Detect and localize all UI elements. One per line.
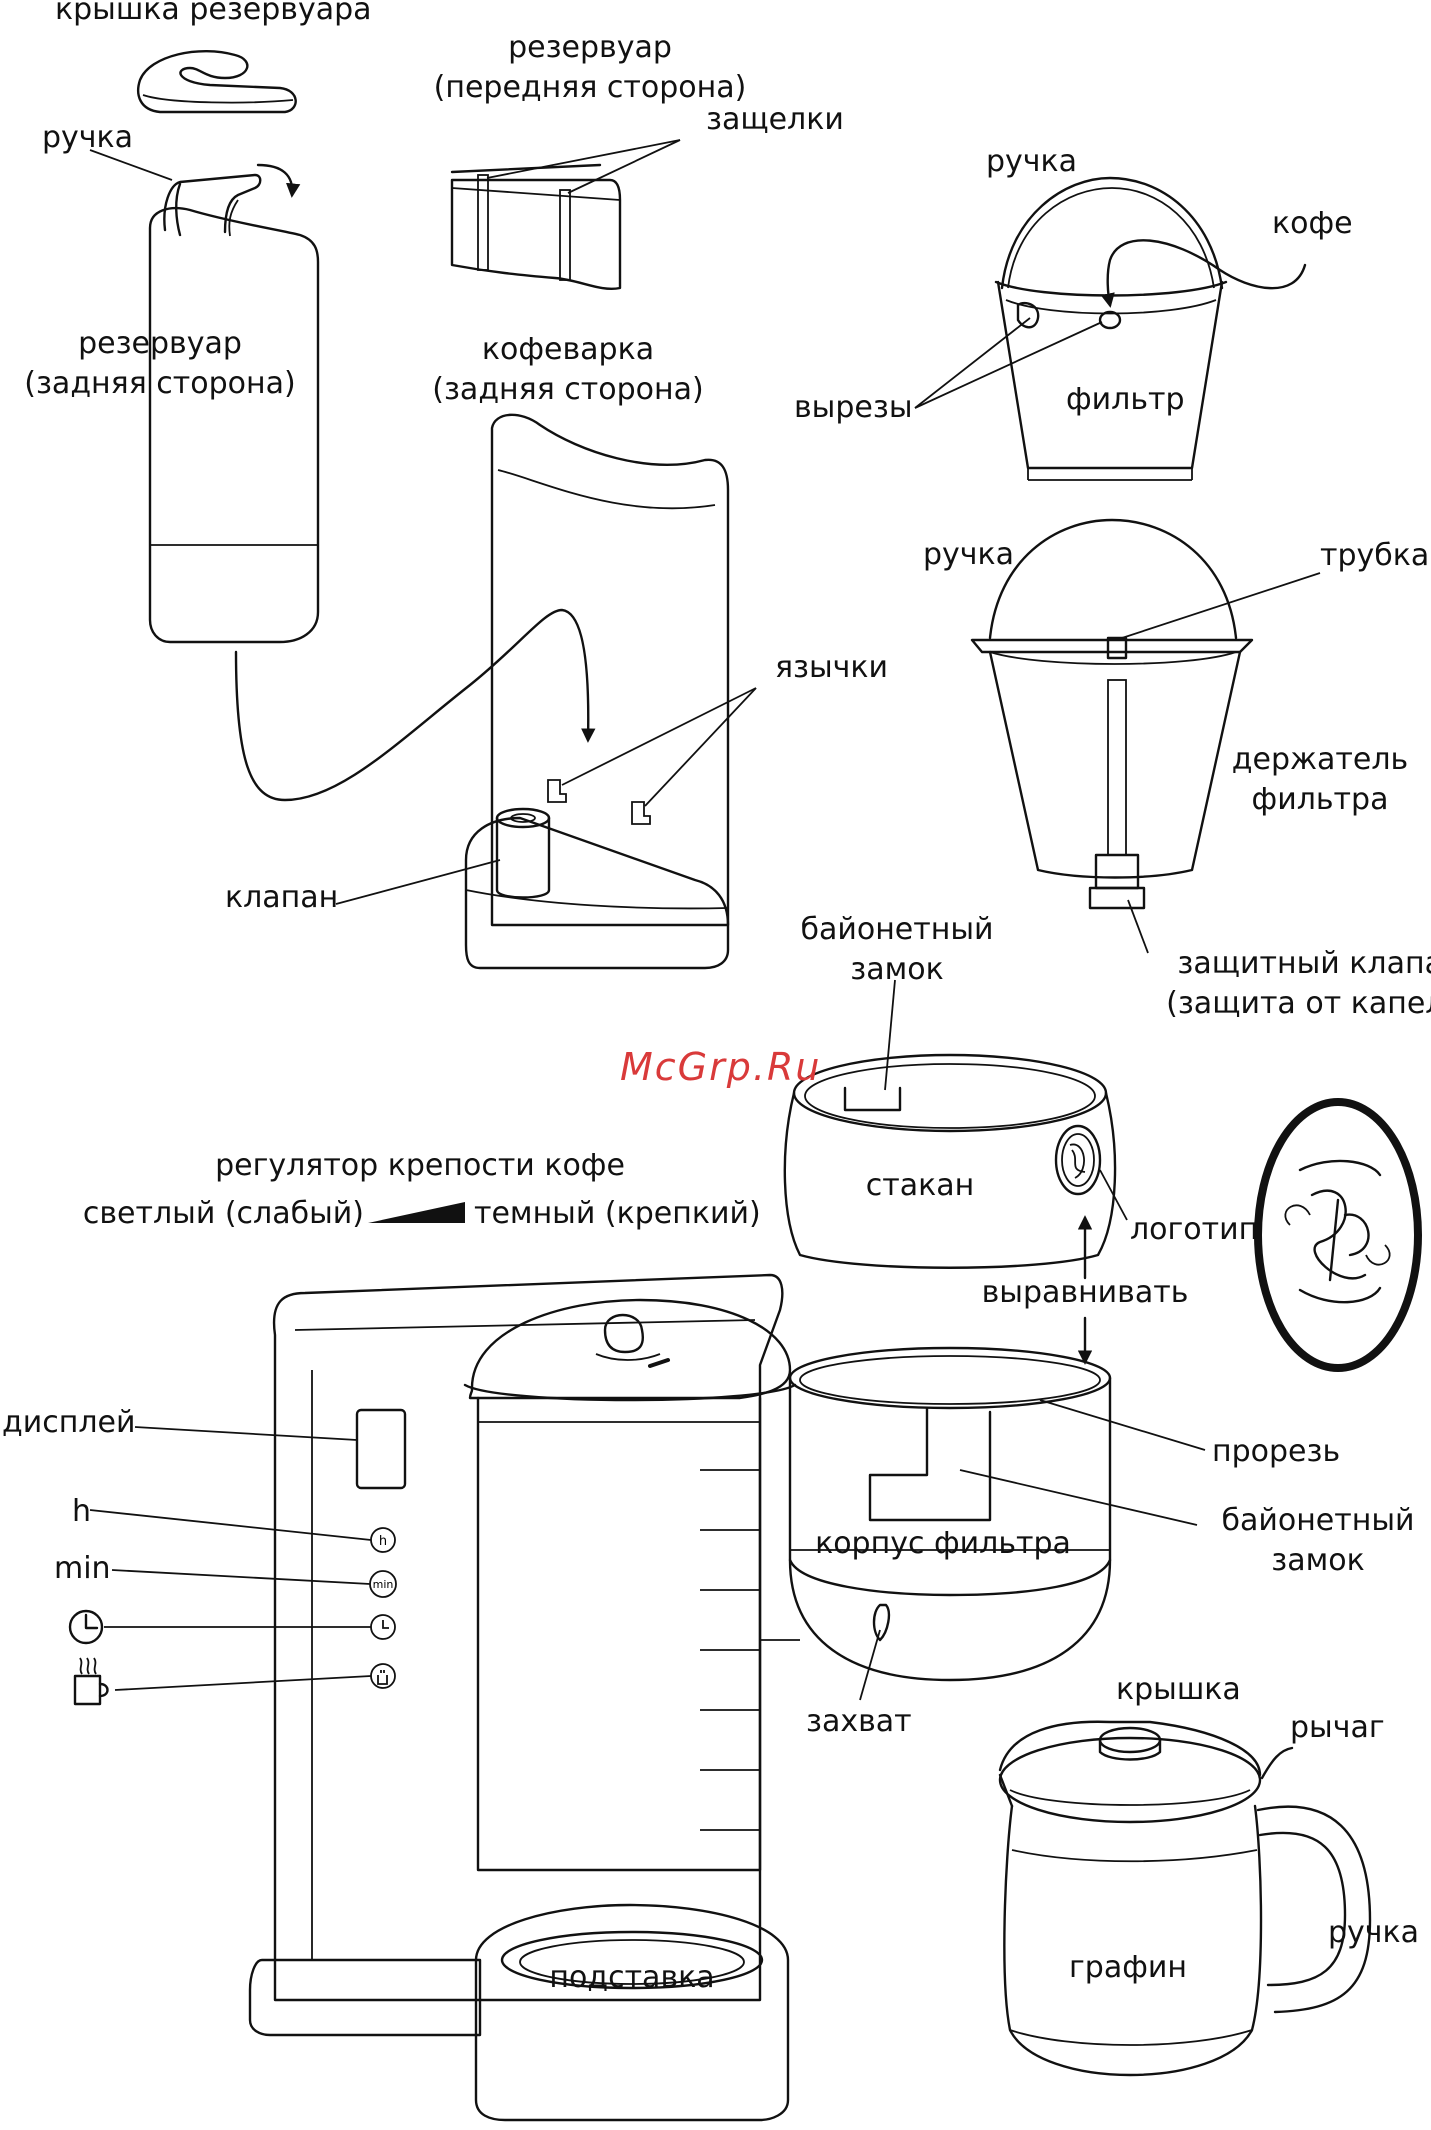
filter-holder-label-line1: держатель <box>1231 742 1409 777</box>
logo-drawing <box>1254 1098 1422 1372</box>
strength-regulator-label: регулятор крепости кофе <box>215 1148 625 1183</box>
dark-strength-label: темный (крепкий) <box>474 1196 761 1231</box>
carafe-drawing <box>998 1720 1372 2077</box>
filter-holder-label-line2: фильтра <box>1251 782 1389 817</box>
carafe-handle-label: ручка <box>1328 1915 1420 1950</box>
reservoir-back-label-line1: резервуар <box>78 326 242 361</box>
strength-wedge-icon <box>368 1202 465 1223</box>
cup-drawing <box>783 1053 1117 1269</box>
tabs-label: язычки <box>775 650 889 685</box>
latches-label: защелки <box>706 102 844 137</box>
display-label: дисплей <box>2 1405 136 1440</box>
slot-label: прорезь <box>1212 1434 1341 1469</box>
keep-warm-icon <box>73 1657 109 1706</box>
reservoir-back-label-line2: (задняя сторона) <box>24 366 296 401</box>
h-button-label: h <box>379 1534 387 1549</box>
min-button-caption: min <box>54 1551 111 1586</box>
filter-body-label: корпус фильтра <box>815 1526 1071 1561</box>
control-buttons: h min <box>369 1527 397 1689</box>
holder-handle-label: ручка <box>923 537 1015 572</box>
filter-handle-label: ручка <box>986 144 1078 179</box>
safety-valve-label-line2: (защита от капель) <box>1166 986 1431 1021</box>
reservoir-handle-label: ручка <box>42 120 134 155</box>
notches-label: вырезы <box>794 390 913 425</box>
coffee-maker-drawing <box>248 1273 800 2122</box>
safety-valve-label-line1: защитный клапан <box>1177 946 1431 981</box>
h-button-caption: h <box>72 1494 92 1529</box>
carafe-lid-label: крышка <box>1116 1672 1241 1707</box>
reservoir-front-drawing <box>450 163 622 290</box>
filter-body-drawing <box>788 1346 1112 1682</box>
lever-label: рычаг <box>1290 1710 1385 1745</box>
cup-label: стакан <box>865 1168 975 1203</box>
reservoir-lid-drawing <box>137 49 297 114</box>
logo-label: логотип <box>1130 1212 1259 1247</box>
carafe-label: графин <box>1069 1950 1187 1985</box>
light-strength-label: светлый (слабый) <box>82 1196 364 1231</box>
grip-label: захват <box>806 1704 912 1739</box>
reservoir-lid-label: крышка резервуара <box>55 0 372 27</box>
reservoir-front-label-line1: резервуар <box>508 30 672 65</box>
tube-label: трубка <box>1320 538 1430 573</box>
bayonet-bottom-label-line2: замок <box>1271 1543 1365 1578</box>
reservoir-front-label-line2: (передняя сторона) <box>433 70 747 105</box>
align-label: выравнивать <box>981 1275 1189 1310</box>
bayonet-top-label-line1: байонетный <box>800 912 994 947</box>
filter-label: фильтр <box>1066 382 1185 417</box>
valve-label: клапан <box>225 880 339 915</box>
coffee-maker-back-drawing <box>464 413 730 970</box>
maker-back-label-line1: кофеварка <box>481 332 655 367</box>
bayonet-top-label-line2: замок <box>850 952 944 987</box>
stand-label: подставка <box>549 1960 715 1995</box>
maker-back-label-line2: (задняя сторона) <box>432 372 704 407</box>
coffee-label: кофе <box>1272 206 1353 241</box>
clock-icon <box>68 1609 104 1645</box>
filter-basket-drawing <box>994 176 1307 481</box>
watermark: McGrp.Ru <box>620 1045 822 1089</box>
filter-holder-drawing <box>970 518 1254 910</box>
bayonet-bottom-label-line1: байонетный <box>1221 1503 1415 1538</box>
reservoir-back-drawing <box>148 163 596 802</box>
leader-lines <box>89 139 1321 1701</box>
min-button-label: min <box>373 1578 394 1591</box>
